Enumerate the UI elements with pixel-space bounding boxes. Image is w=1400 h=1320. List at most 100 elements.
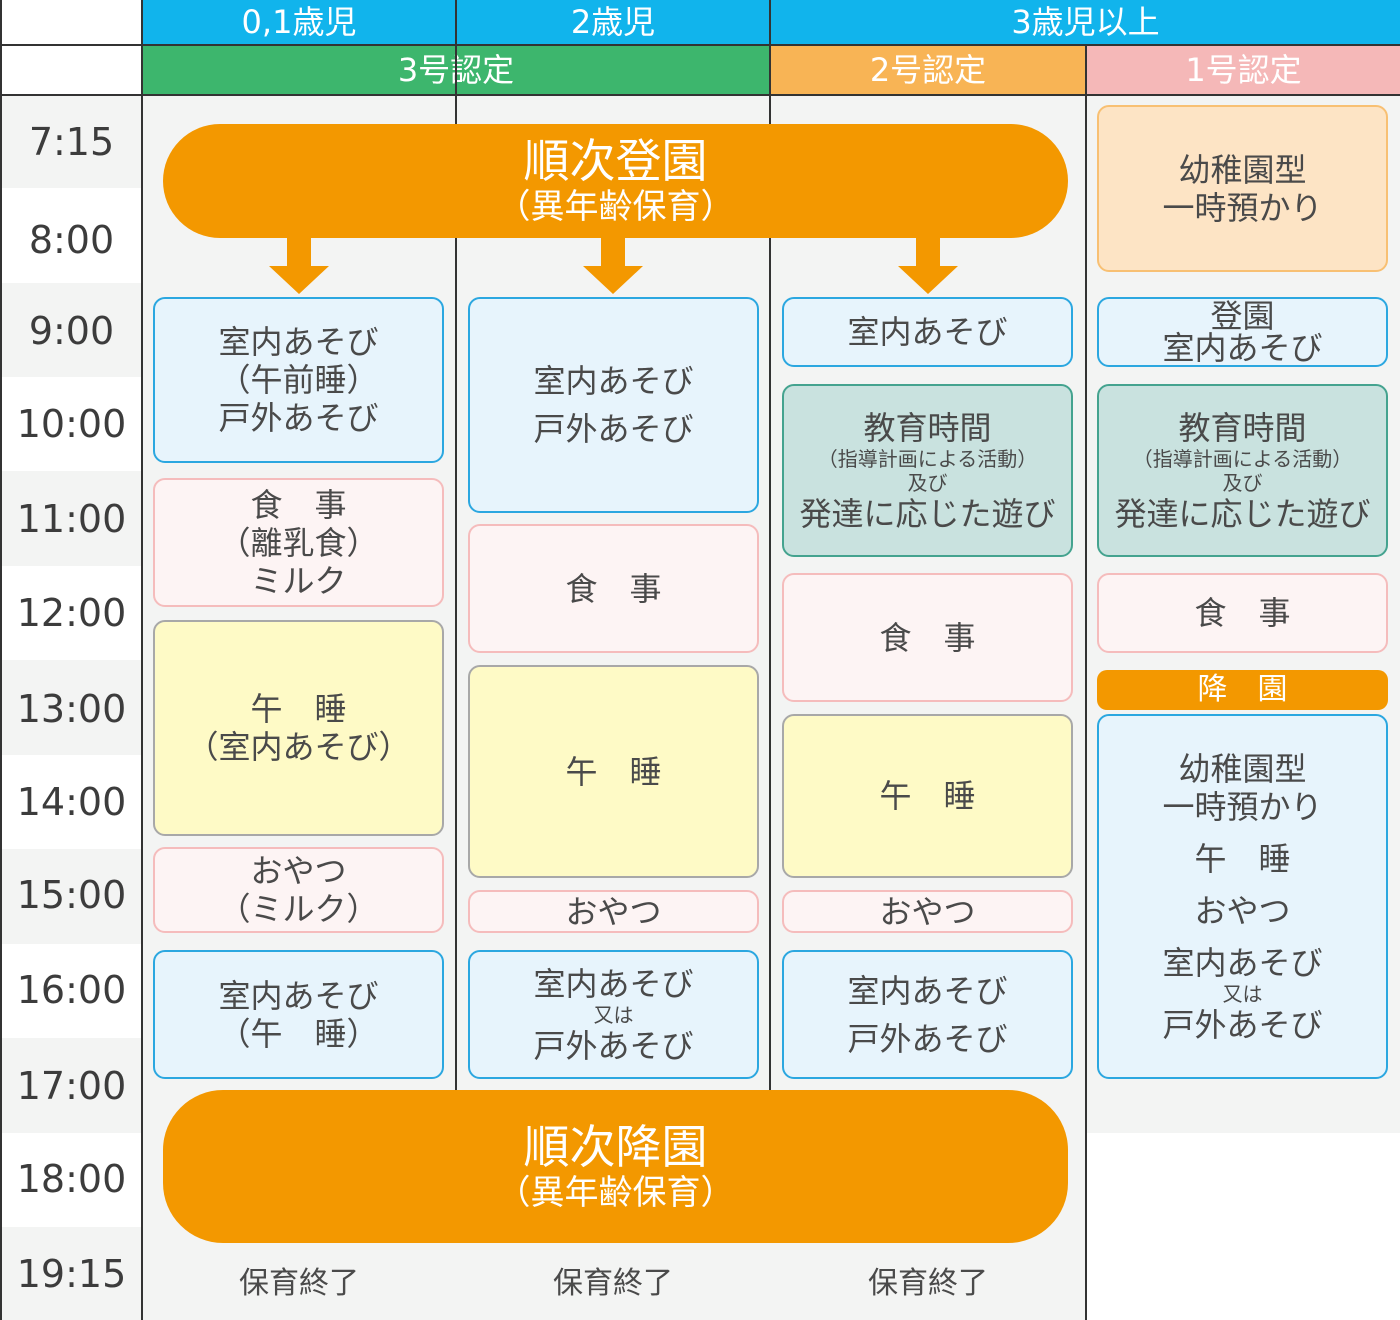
box-line: 戸外あそび [218,399,379,437]
col1go-after-care: 幼稚園型 一時預かり 午 睡 おやつ 室内あそび 又は 戸外あそび [1097,714,1388,1079]
col2-end-label: 保育終了 [553,1266,673,1301]
box-line: 室内あそび [218,976,379,1015]
grid-line [1085,46,1087,1320]
col2-snack: おやつ [468,890,759,933]
grid-line [0,44,1400,46]
box-line: 発達に応じた遊び [799,494,1056,533]
box-line: おやつ [250,852,347,890]
header-cert-2: 2号認定 [771,46,1085,94]
grid-line [141,0,143,1320]
time-label: 8:00 [28,218,115,262]
box-line: 幼稚園型 [1178,749,1307,788]
box-line: 午 睡 [1194,839,1291,878]
grid-line [0,0,2,1320]
box-line: 室内あそび [847,313,1008,351]
arrow-down-icon [583,236,643,294]
box-line: 登園 [1210,297,1275,335]
departure-title: 順次降園 [523,1119,708,1174]
box-line: （室内あそび） [186,728,411,766]
time-band [2,471,141,566]
box-line: 室内あそび [218,323,379,361]
col2-nap: 午 睡 [468,665,759,878]
time-band [2,1133,141,1227]
box-line: （ミルク） [218,890,379,928]
box-line: 及び [1222,470,1263,495]
col01-nap: 午 睡 （室内あそび） [153,620,444,836]
col3-meal: 食 事 [782,573,1073,702]
time-label: 7:15 [28,120,115,164]
header-age-0-1: 0,1歳児 [143,0,455,44]
time-label: 11:00 [16,497,127,541]
box-line: 一時預かり [1162,787,1323,826]
arrival-title: 順次登園 [523,134,708,188]
box-line: 又は [593,1002,634,1027]
time-band [2,1227,141,1320]
col2-morning-play: 室内あそび 戸外あそび [468,297,759,513]
col3-afternoon-play: 室内あそび 戸外あそび [782,950,1073,1079]
col01-morning-play: 室内あそび （午前睡） 戸外あそび [153,297,444,463]
box-line: 又は [1222,981,1263,1006]
box-line: おやつ [565,892,662,931]
col1go-arrival-play: 登園 室内あそび [1097,297,1388,367]
box-line: （午前睡） [218,361,379,399]
col3-snack: おやつ [782,890,1073,933]
time-band [2,188,141,283]
time-band [2,566,141,660]
box-line: 教育時間 [863,408,992,447]
box-line: （指導計画による活動） [817,446,1038,471]
time-band [2,377,141,471]
col1go-early-care: 幼稚園型 一時預かり [1097,105,1388,272]
col1go-departure-badge: 降 園 [1097,670,1388,710]
time-label: 16:00 [16,968,127,1012]
col01-snack: おやつ （ミルク） [153,847,444,933]
box-line: 戸外あそび [533,1026,694,1065]
col2-meal: 食 事 [468,524,759,653]
box-line: 食 事 [1194,594,1291,632]
arrow-down-icon [898,236,958,294]
departure-pill: 順次降園 （異年齢保育） [163,1090,1068,1243]
time-label: 19:15 [16,1252,127,1296]
box-line: 食 事 [250,485,347,524]
departure-subtitle: （異年齢保育） [496,1172,735,1213]
arrival-subtitle: （異年齢保育） [496,187,735,227]
box-line: 食 事 [879,618,976,657]
time-label: 13:00 [16,687,127,731]
col3-morning-play: 室内あそび [782,297,1073,367]
box-line: 室内あそび [847,971,1008,1010]
box-line: （離乳食） [218,523,379,562]
time-band [2,283,141,377]
box-line: 及び [907,470,948,495]
box-line: 室内あそび [1162,329,1323,367]
time-label: 14:00 [16,780,127,824]
box-line: 発達に応じた遊び [1114,494,1371,533]
box-line: 一時預かり [1162,188,1323,227]
box-line: 午 睡 [565,752,662,791]
arrow-down-icon [269,236,329,294]
col3-end-label: 保育終了 [868,1266,988,1301]
box-line: ミルク [250,561,347,600]
time-band [2,660,141,755]
box-line: 幼稚園型 [1178,150,1307,189]
time-label: 10:00 [16,402,127,446]
header-cert-1: 1号認定 [1087,46,1400,94]
grid-line [769,0,771,1090]
col01-meal: 食 事 （離乳食） ミルク [153,478,444,607]
time-band [2,96,141,188]
col3-education: 教育時間 （指導計画による活動） 及び 発達に応じた遊び [782,384,1073,557]
box-line: 午 睡 [879,777,976,815]
box-line: （午 睡） [218,1014,379,1053]
time-label: 15:00 [16,873,127,917]
box-line: おやつ [1194,891,1291,930]
box-line: 戸外あそび [533,410,694,448]
time-label: 17:00 [16,1064,127,1108]
time-band [2,1038,141,1133]
box-line: 午 睡 [250,690,347,728]
box-line: 室内あそび [1162,943,1323,982]
col1go-meal: 食 事 [1097,573,1388,653]
box-line: 戸外あそび [847,1019,1008,1058]
box-line: 教育時間 [1178,408,1307,447]
col3-nap: 午 睡 [782,714,1073,878]
header-age-3-plus: 3歳児以上 [771,0,1400,44]
time-label: 18:00 [16,1157,127,1201]
box-line: 室内あそび [533,964,694,1003]
